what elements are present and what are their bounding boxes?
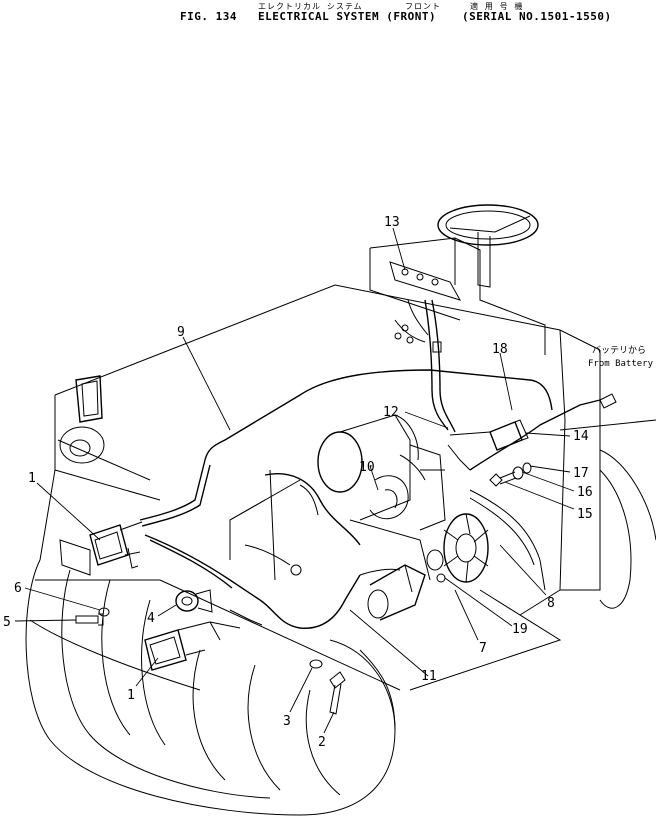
horn-drawing [175,589,213,613]
callout-11: 11 [421,669,437,684]
wiring-harness [139,299,617,629]
callout-numbers: 1 1 2 3 4 5 6 7 8 9 10 11 12 13 14 15 16… [3,215,593,750]
leader-lines [14,227,575,734]
figure-number: FIG. 134 [180,10,237,23]
washer-6 [98,607,110,617]
rear-roller-drawing [25,559,396,816]
serial-range: (SERIAL NO.1501-1550) [462,10,612,23]
callout-14: 14 [573,429,589,444]
callout-6: 6 [14,581,22,596]
bolt-2 [329,671,346,715]
callout-3: 3 [283,714,291,729]
header-jp-system: エレクトリカル システム [258,2,363,11]
callout-1-upper: 1 [28,471,36,486]
engine-drawing [317,414,489,621]
callout-2: 2 [318,735,326,750]
header-jp-serial: 適 用 号 機 [470,2,524,11]
battery-note-jp: バッテリから [592,345,646,356]
callout-8: 8 [547,596,555,611]
callout-12: 12 [383,405,399,420]
callout-13: 13 [384,215,400,230]
battery-note-en: From Battery [588,359,654,369]
callout-7: 7 [479,641,487,656]
page-title: ELECTRICAL SYSTEM (FRONT) [258,10,437,23]
header-jp-front: フロント [405,2,441,11]
callout-4: 4 [147,611,155,626]
relay-box-drawing [489,419,529,451]
callout-15: 15 [577,507,593,522]
washer-16 [512,466,524,480]
callout-17: 17 [573,466,589,481]
washer-3 [309,659,323,669]
battery-note: バッテリから From Battery [588,345,654,369]
front-lamp-upper [89,521,143,569]
steering-console-drawing [369,204,546,355]
machine-frame-drawing [35,284,601,691]
callout-1-lower: 1 [127,688,135,703]
callout-10: 10 [359,460,375,475]
front-lamp-lower [144,621,221,671]
right-tire-drawing [559,419,656,609]
callout-9: 9 [177,325,185,340]
callout-19: 19 [512,622,528,637]
mirror-drawing [59,375,105,464]
callout-5: 5 [3,615,11,630]
callout-18: 18 [492,342,508,357]
nut-17 [522,462,532,474]
bolt-5 [75,613,104,626]
bolt-15 [489,471,517,487]
callout-16: 16 [577,485,593,500]
